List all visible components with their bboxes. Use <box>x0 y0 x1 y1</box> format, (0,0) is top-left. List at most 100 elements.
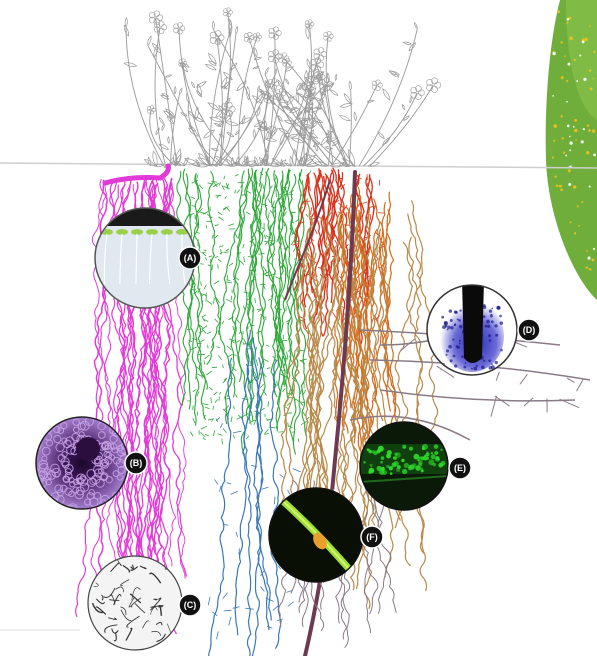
root-branch <box>293 469 301 472</box>
root-branch <box>306 214 308 217</box>
shoot-leaf <box>327 73 329 80</box>
fluorescent-spot <box>409 447 413 451</box>
panel-label: (B) <box>130 458 143 468</box>
shoot-leaf <box>236 27 238 34</box>
shoot-leaf <box>265 68 268 75</box>
fluorescent-spot <box>402 445 406 449</box>
flower-dot <box>563 151 565 153</box>
root-branch <box>264 234 266 239</box>
root-branch <box>303 390 306 395</box>
fluorescent-spot <box>381 456 385 460</box>
fluorescent-spot <box>428 459 434 465</box>
root-branch <box>301 402 304 403</box>
root-branch <box>332 312 336 318</box>
root-branch <box>219 182 221 185</box>
shoot-leaf <box>297 83 301 91</box>
fluorescent-spot <box>426 451 428 453</box>
root-branch <box>255 298 256 303</box>
shoot-leaf <box>226 122 239 126</box>
shoot-leaf <box>325 147 333 149</box>
root-branch <box>266 261 272 265</box>
root-branch <box>239 548 240 554</box>
root-branch <box>243 306 245 310</box>
shoot-stem <box>179 28 211 166</box>
flower-dot <box>578 225 580 227</box>
shoot-leaf <box>403 42 411 45</box>
root-branch <box>236 278 239 280</box>
root-branch <box>370 214 371 220</box>
shoot-sketches <box>124 8 441 168</box>
flower-dot <box>582 40 585 43</box>
root-branch <box>233 431 242 433</box>
root-branch <box>214 298 215 304</box>
shoot-leaf <box>383 89 390 101</box>
root-branch <box>524 398 533 406</box>
root-branch <box>223 364 224 368</box>
root-branch <box>219 397 220 401</box>
flower-dot <box>560 115 562 117</box>
root-branch <box>223 428 226 432</box>
fluorescent-spot <box>395 452 401 458</box>
root-crown <box>105 166 168 183</box>
root-branch <box>193 418 195 423</box>
shoot-leaf <box>192 82 195 88</box>
root <box>331 168 339 302</box>
root-branch <box>225 196 227 198</box>
shoot-leaf <box>218 37 220 44</box>
flower-dot <box>574 59 576 61</box>
root-branch <box>267 626 273 628</box>
root-branch <box>203 404 209 405</box>
flower-dot <box>593 248 595 250</box>
hypha-sketch <box>153 599 157 600</box>
root-branch <box>219 246 223 247</box>
fluorescent-spot <box>397 465 401 469</box>
shoot-flower <box>321 51 327 57</box>
root-branch <box>231 491 238 494</box>
flower-dot <box>567 63 570 66</box>
flower-dot <box>574 129 577 132</box>
root-branch <box>204 360 205 364</box>
micrograph-C: (C) <box>88 556 201 650</box>
shoot-flower <box>276 30 281 35</box>
root-branch <box>277 381 278 386</box>
flower-dot <box>586 151 589 154</box>
root-branch <box>264 429 268 433</box>
root-branch <box>281 206 282 212</box>
root-branch <box>202 315 206 317</box>
flower-dot <box>589 69 592 72</box>
flower-dot <box>555 175 557 177</box>
root-branch <box>243 244 245 248</box>
fluorescent-spot <box>380 461 383 464</box>
flower-dot <box>590 88 593 91</box>
shoot-leaf <box>174 86 176 94</box>
root-branch <box>222 321 224 324</box>
flower-dot <box>566 101 568 103</box>
root-branch <box>227 346 232 351</box>
root-branch <box>203 438 206 440</box>
fluorescent-spot <box>440 449 442 451</box>
flower-dot <box>567 125 570 128</box>
root-branch <box>246 212 250 215</box>
root-branch <box>209 387 213 390</box>
flower-dot <box>553 124 557 128</box>
root-branch <box>266 345 269 346</box>
root-branch <box>205 355 210 359</box>
shoot-flower <box>288 61 292 65</box>
root-branch <box>292 432 295 433</box>
root-branch <box>227 483 231 484</box>
root-branch <box>274 176 276 180</box>
root-branch <box>202 372 203 378</box>
fluorescent-spot <box>369 450 373 454</box>
root-branch <box>346 212 347 218</box>
shoot-leaf <box>258 86 260 92</box>
stele <box>76 437 100 461</box>
root-branch <box>332 231 333 238</box>
shoot-leaf <box>414 23 417 28</box>
flower-dot <box>589 186 591 188</box>
root-branch <box>270 186 272 189</box>
root-branch <box>226 249 229 251</box>
panel-label: (A) <box>184 253 197 263</box>
root-branch <box>213 406 214 410</box>
root-branch <box>520 374 528 384</box>
